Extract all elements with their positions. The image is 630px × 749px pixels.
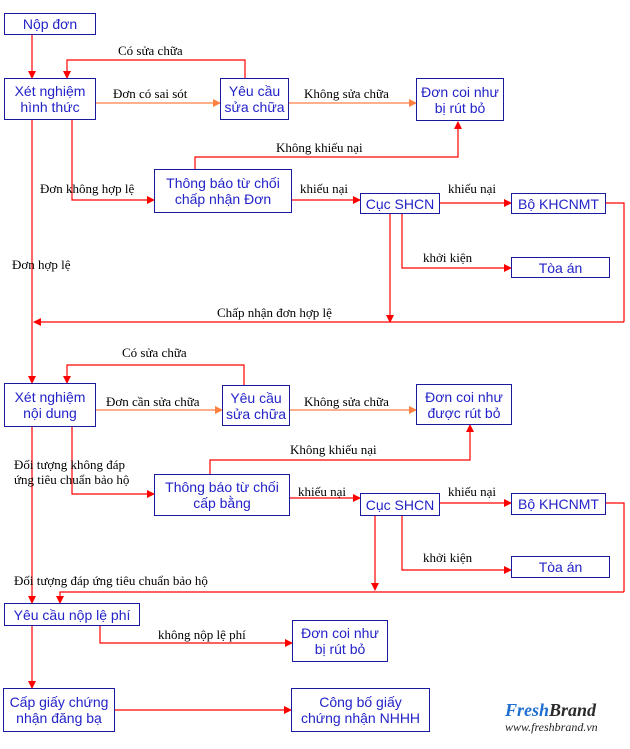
arrow-don-khong-hop-le [71, 120, 155, 204]
label-khong-sua-chua-2: Không sửa chữa [304, 394, 389, 409]
label-khong-khieu-nai-1: Không khiếu nại [276, 140, 363, 155]
box-thong-bao-tu-choi-bang: Thông báo từ chối cấp bằng [154, 474, 290, 516]
arrow-khoi-kien-2 [401, 516, 512, 574]
arrow-khoi-kien-1 [401, 214, 512, 272]
box-cong-bo-giay: Công bố giấy chứng nhận NHHH [291, 688, 430, 732]
box-cuc-shcn-2: Cục SHCN [360, 493, 440, 516]
arrow-khong-nop-le-phi [99, 625, 293, 647]
label-khieu-nai-4: khiếu nại [448, 484, 497, 499]
label-khoi-kien-2: khởi kiện [423, 550, 473, 565]
box-nop-don: Nộp đơn [4, 13, 96, 35]
label-doi-tuong-dap-ung: Đối tượng đáp ứng tiêu chuẩn bảo hộ [14, 573, 208, 588]
box-toa-an-1: Tòa án [511, 257, 610, 278]
box-bo-khcnmt-2: Bộ KHCNMT [511, 493, 606, 515]
box-don-coi-nhu-rut-bo-2: Đơn coi như được rút bỏ [416, 384, 512, 425]
label-doi-tuong-khong-dap-ung: Đối tượng không đáp ứng tiêu chuẩn bảo h… [14, 457, 130, 487]
arrow-doi-tuong-khong-dap-ung [71, 427, 155, 498]
label-khong-nop-le-phi: không nộp lệ phí [158, 627, 246, 642]
label-don-co-sai-sot: Đơn có sai sót [113, 86, 188, 101]
box-bo-khcnmt-1: Bộ KHCNMT [511, 193, 606, 214]
label-khoi-kien-1: khởi kiện [423, 250, 473, 265]
label-don-khong-hop-le: Đơn không hợp lệ [40, 181, 135, 196]
logo-url: www.freshbrand.vn [505, 720, 598, 734]
arrow-khong-khieu-nai-2 [209, 424, 474, 474]
box-toa-an-2: Tòa án [511, 556, 610, 578]
box-yeu-cau-nop-le-phi: Yêu cầu nộp lệ phí [4, 603, 140, 626]
label-khong-sua-chua-1: Không sửa chữa [304, 86, 389, 101]
label-khieu-nai-3: khiếu nại [298, 484, 347, 499]
box-xet-nghiem-noi-dung: Xét nghiệm nội dung [4, 383, 96, 427]
box-thong-bao-tu-choi-don: Thông báo từ chối chấp nhận Đơn [154, 169, 292, 213]
label-khieu-nai-2: khiếu nại [448, 181, 497, 196]
label-khieu-nai-1: khiếu nại [300, 181, 349, 196]
line-bo-right-1 [606, 202, 625, 322]
freshbrand-logo: FreshBrand www.freshbrand.vn [505, 700, 625, 734]
label-chap-nhan-don-hop-le: Chấp nhận đơn hợp lệ [217, 305, 332, 320]
arrow-return-nop-le-phi [56, 591, 624, 604]
label-co-sua-chua-1: Có sửa chữa [118, 43, 183, 58]
arrow-co-sua-chua-2 [63, 364, 245, 385]
label-don-hop-le: Đơn hợp lệ [12, 257, 71, 272]
label-khong-khieu-nai-2: Không khiếu nại [290, 442, 377, 457]
box-cap-giay-chung-nhan: Cấp giấy chứng nhận đăng bạ [3, 688, 115, 732]
box-yeu-cau-sua-chua-1: Yêu cầu sửa chữa [220, 78, 289, 120]
logo-brand: Brand [549, 700, 597, 720]
box-xet-nghiem-hinh-thuc: Xét nghiệm hình thức [4, 78, 96, 120]
label-don-can-sua-chua: Đơn cần sửa chữa [106, 394, 200, 409]
box-yeu-cau-sua-chua-2: Yêu cầu sửa chữa [222, 385, 290, 426]
box-cuc-shcn-1: Cục SHCN [360, 193, 440, 214]
line-bo-right-2 [606, 502, 625, 592]
label-co-sua-chua-2: Có sửa chữa [122, 345, 187, 360]
box-don-coi-nhu-rut-bo-3: Đơn coi như bị rút bỏ [292, 620, 388, 662]
box-don-coi-nhu-rut-bo-1: Đơn coi như bị rút bỏ [416, 78, 504, 121]
logo-fresh: Fresh [505, 700, 550, 720]
arrow-co-sua-chua-1 [63, 59, 246, 79]
arrow-khong-khieu-nai-1 [194, 121, 462, 169]
